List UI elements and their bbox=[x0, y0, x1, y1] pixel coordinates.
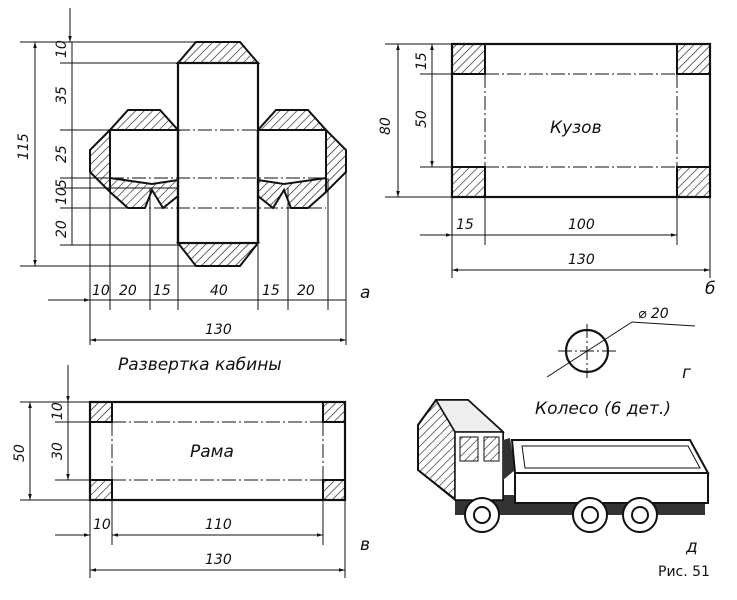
cab-left-wing-bottom bbox=[109, 176, 179, 210]
dim-10: 10 bbox=[50, 402, 66, 420]
body-drawing: Кузов 80 15 50 15 100 130 б bbox=[378, 42, 715, 299]
dim-5: 5 bbox=[54, 179, 70, 188]
cab-unfolding-drawing: 115 10 35 25 10 5 20 10 20 15 40 15 20 1… bbox=[16, 8, 370, 375]
dim-h-20b: 20 bbox=[297, 283, 315, 299]
wheel-caption: Колесо (6 дет.) bbox=[535, 399, 671, 419]
dim-50: 50 bbox=[12, 444, 28, 462]
dim-h-110: 110 bbox=[205, 517, 232, 533]
panel-letter-b: б bbox=[705, 279, 715, 299]
dim-10: 10 bbox=[54, 40, 70, 58]
panel-letter-g: г bbox=[682, 363, 691, 383]
dim-50: 50 bbox=[414, 110, 430, 128]
dim-h-15: 15 bbox=[153, 283, 171, 299]
truck-illustration: д bbox=[417, 398, 710, 557]
dim-h-10: 10 bbox=[92, 283, 110, 299]
cab-right-wing-side bbox=[325, 127, 347, 195]
dim-h-15: 15 bbox=[456, 217, 474, 233]
cab-right-wing-top bbox=[255, 109, 329, 131]
panel-letter-d: д bbox=[685, 537, 698, 557]
cab-top-hatch bbox=[175, 41, 261, 64]
caption-cab-unfolding: Развертка кабины bbox=[118, 355, 282, 375]
dim-total-130: 130 bbox=[568, 252, 595, 268]
dim-total-130: 130 bbox=[205, 552, 232, 568]
panel-letter-a: а bbox=[360, 283, 370, 303]
dim-h-10: 10 bbox=[93, 517, 111, 533]
dim-15: 15 bbox=[414, 52, 430, 70]
body-title: Кузов bbox=[550, 118, 602, 138]
dim-30: 30 bbox=[50, 442, 66, 460]
cab-bottom-hatch bbox=[175, 242, 261, 267]
dim-h-100: 100 bbox=[568, 217, 595, 233]
cab-right-wing-bottom bbox=[257, 176, 327, 210]
panel-letter-v: в bbox=[360, 535, 370, 555]
dim-h-15b: 15 bbox=[262, 283, 280, 299]
wheel-diameter: ⌀ 20 bbox=[638, 306, 669, 322]
frame-title: Рама bbox=[190, 442, 234, 462]
figure-label: Рис. 51 bbox=[658, 564, 710, 580]
dim-35: 35 bbox=[54, 86, 70, 104]
cab-left-wing-side bbox=[89, 127, 111, 195]
cab-center-strip bbox=[176, 61, 260, 245]
dim-80: 80 bbox=[378, 117, 394, 135]
dim-h-40: 40 bbox=[210, 283, 228, 299]
dim-h-20: 20 bbox=[119, 283, 137, 299]
dim-20: 20 bbox=[54, 220, 70, 238]
dim-115: 115 bbox=[16, 133, 32, 160]
cab-left-wing-top bbox=[107, 109, 181, 131]
dim-25: 25 bbox=[54, 145, 70, 163]
frame-drawing: Рама 50 10 30 10 110 130 в bbox=[12, 365, 370, 578]
dim-10b: 10 bbox=[54, 187, 70, 205]
wheel-drawing: ⌀ 20 г Колесо (6 дет.) bbox=[535, 306, 696, 419]
dim-total-130: 130 bbox=[205, 322, 232, 338]
